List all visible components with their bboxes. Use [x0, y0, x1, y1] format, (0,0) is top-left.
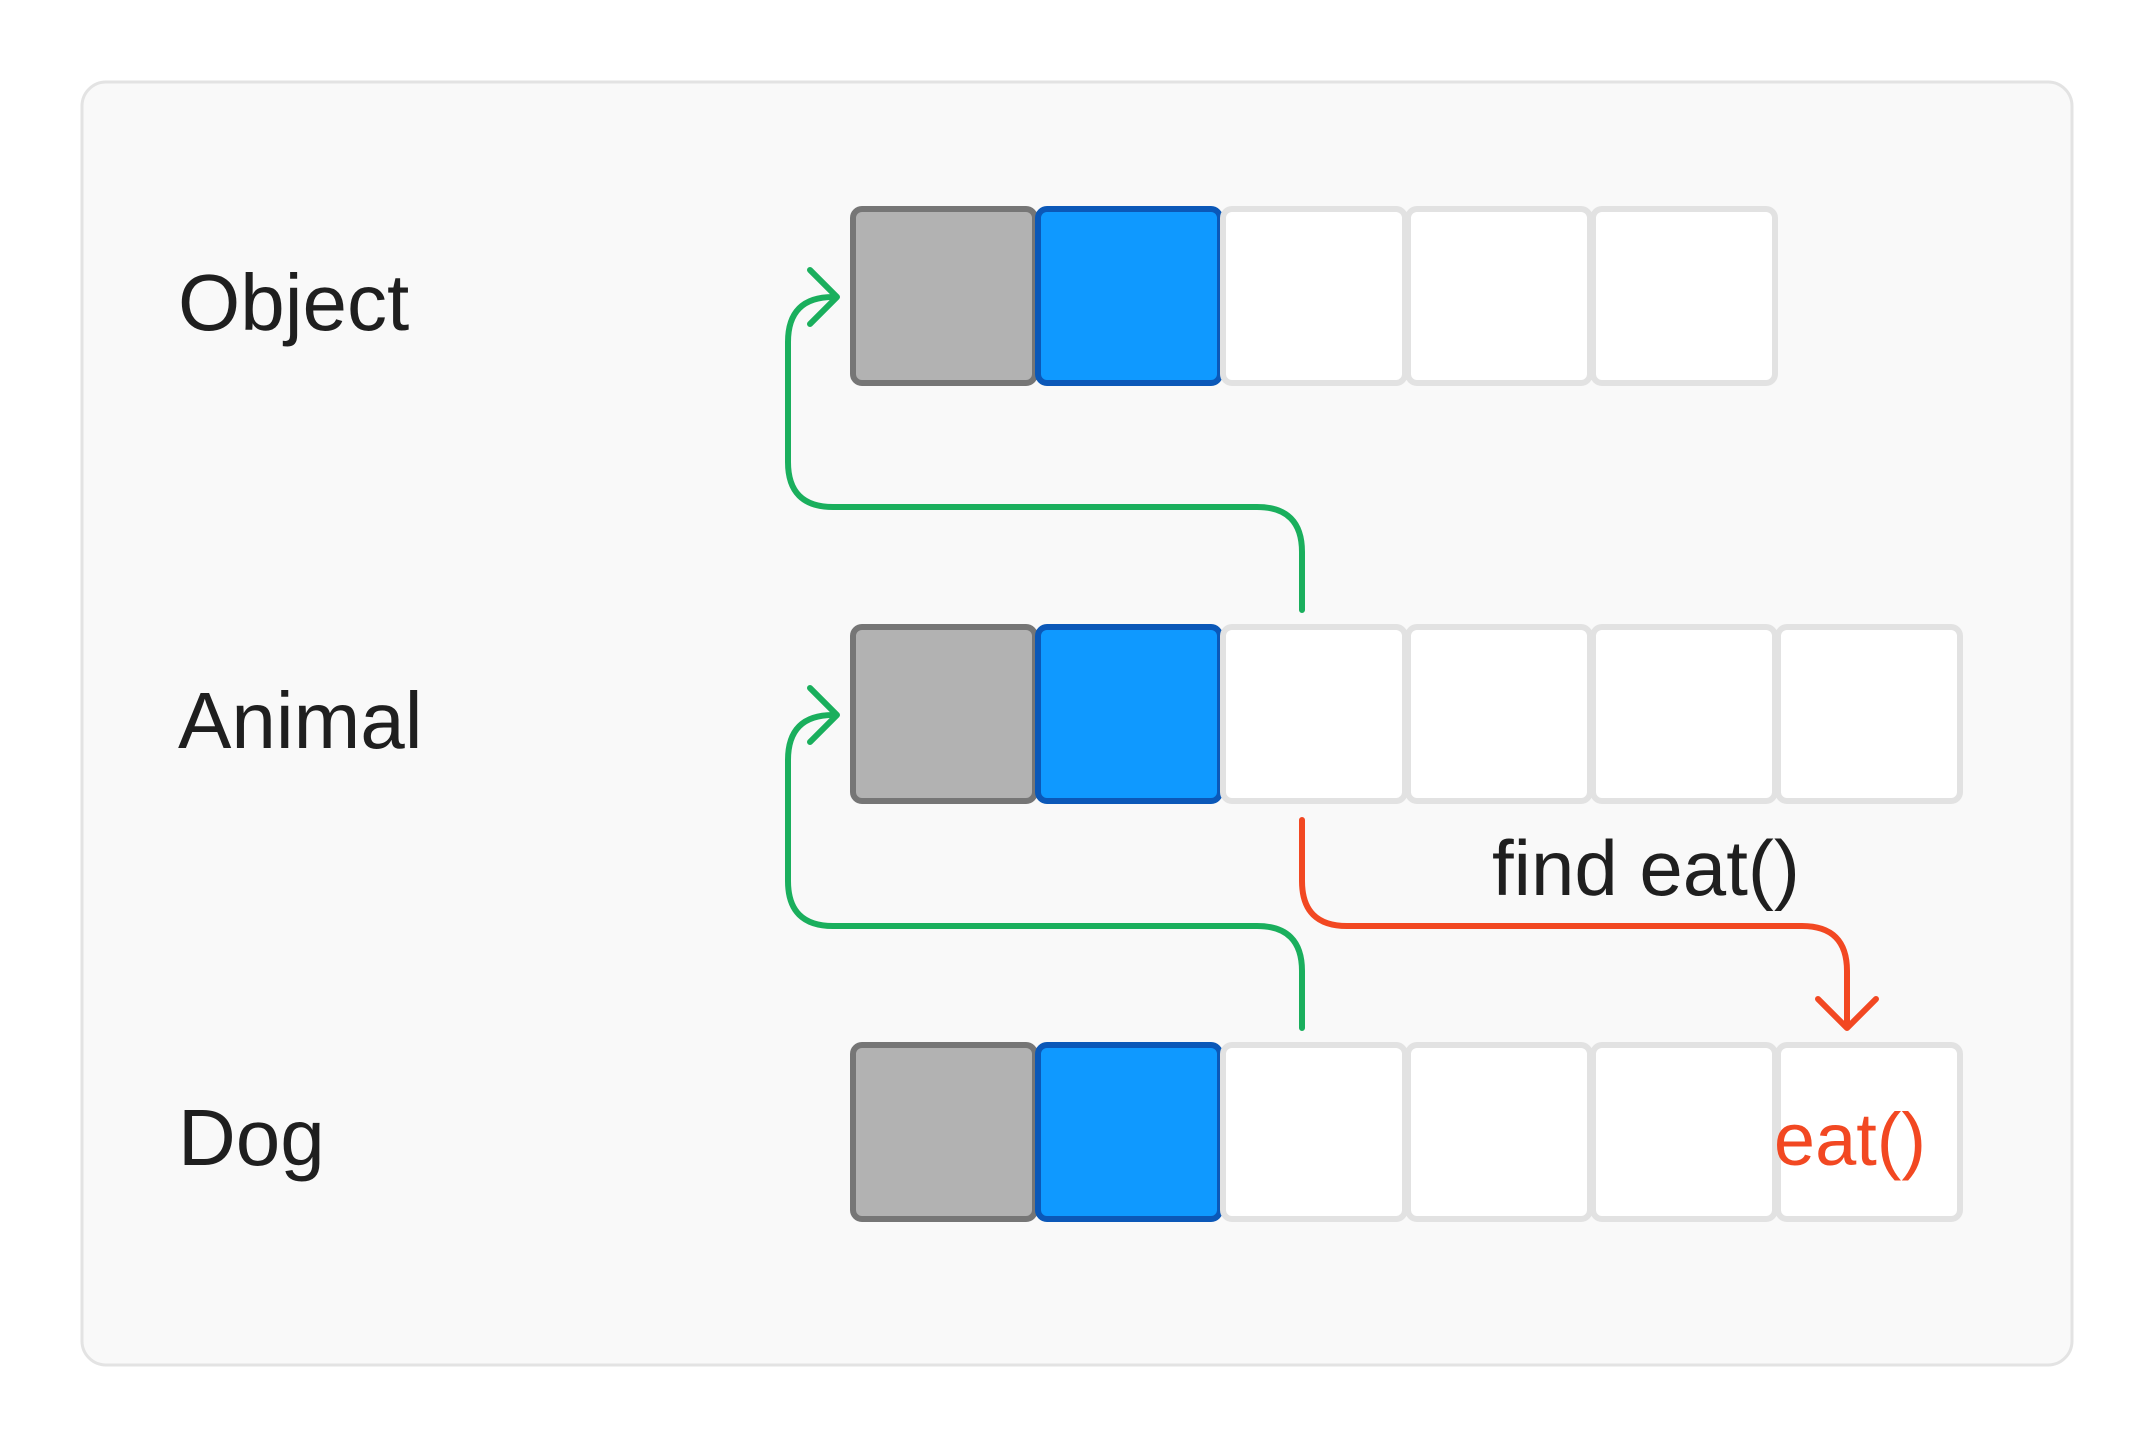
object-slot-empty-2: [1220, 206, 1408, 386]
animal-slot-empty-3: [1405, 624, 1593, 804]
lookup-label: find eat(): [1492, 824, 1800, 912]
slot-row-animal: [850, 624, 1963, 804]
animal-slot-empty-2: [1220, 624, 1408, 804]
row-label-dog: Dog: [178, 1093, 325, 1182]
parent-link-dog-to-animal: [785, 712, 1305, 1031]
dog-slot-empty-4: [1590, 1042, 1778, 1222]
dog-slot-empty-3: [1405, 1042, 1593, 1222]
animal-slot-empty-5: [1775, 624, 1963, 804]
object-slot-empty-3: [1405, 206, 1593, 386]
lookup-arrow: [1299, 817, 1850, 1028]
dog-slot-empty-2: [1220, 1042, 1408, 1222]
parent-link-arrowhead-animal: [807, 685, 840, 745]
row-label-animal: Animal: [178, 676, 423, 765]
animal-slot-vtable-pointer-1: [1035, 624, 1223, 804]
dog-slot-header-0: [850, 1042, 1038, 1222]
parent-link-animal-to-object: [785, 294, 1305, 613]
dog-slot-vtable-pointer-1: [1035, 1042, 1223, 1222]
lookup-arrowhead: [1815, 996, 1879, 1031]
object-slot-vtable-pointer-1: [1035, 206, 1223, 386]
slot-row-dog: [850, 1042, 1963, 1222]
parent-link-arrowhead-object: [807, 267, 840, 327]
dog-slot-method-eat-5: [1775, 1042, 1963, 1222]
animal-slot-empty-4: [1590, 624, 1778, 804]
row-label-object: Object: [178, 258, 409, 347]
animal-slot-header-0: [850, 624, 1038, 804]
method-label-eat: eat(): [1774, 1098, 1926, 1181]
object-slot-empty-4: [1590, 206, 1778, 386]
slot-row-object: [850, 206, 1778, 386]
object-slot-header-0: [850, 206, 1038, 386]
